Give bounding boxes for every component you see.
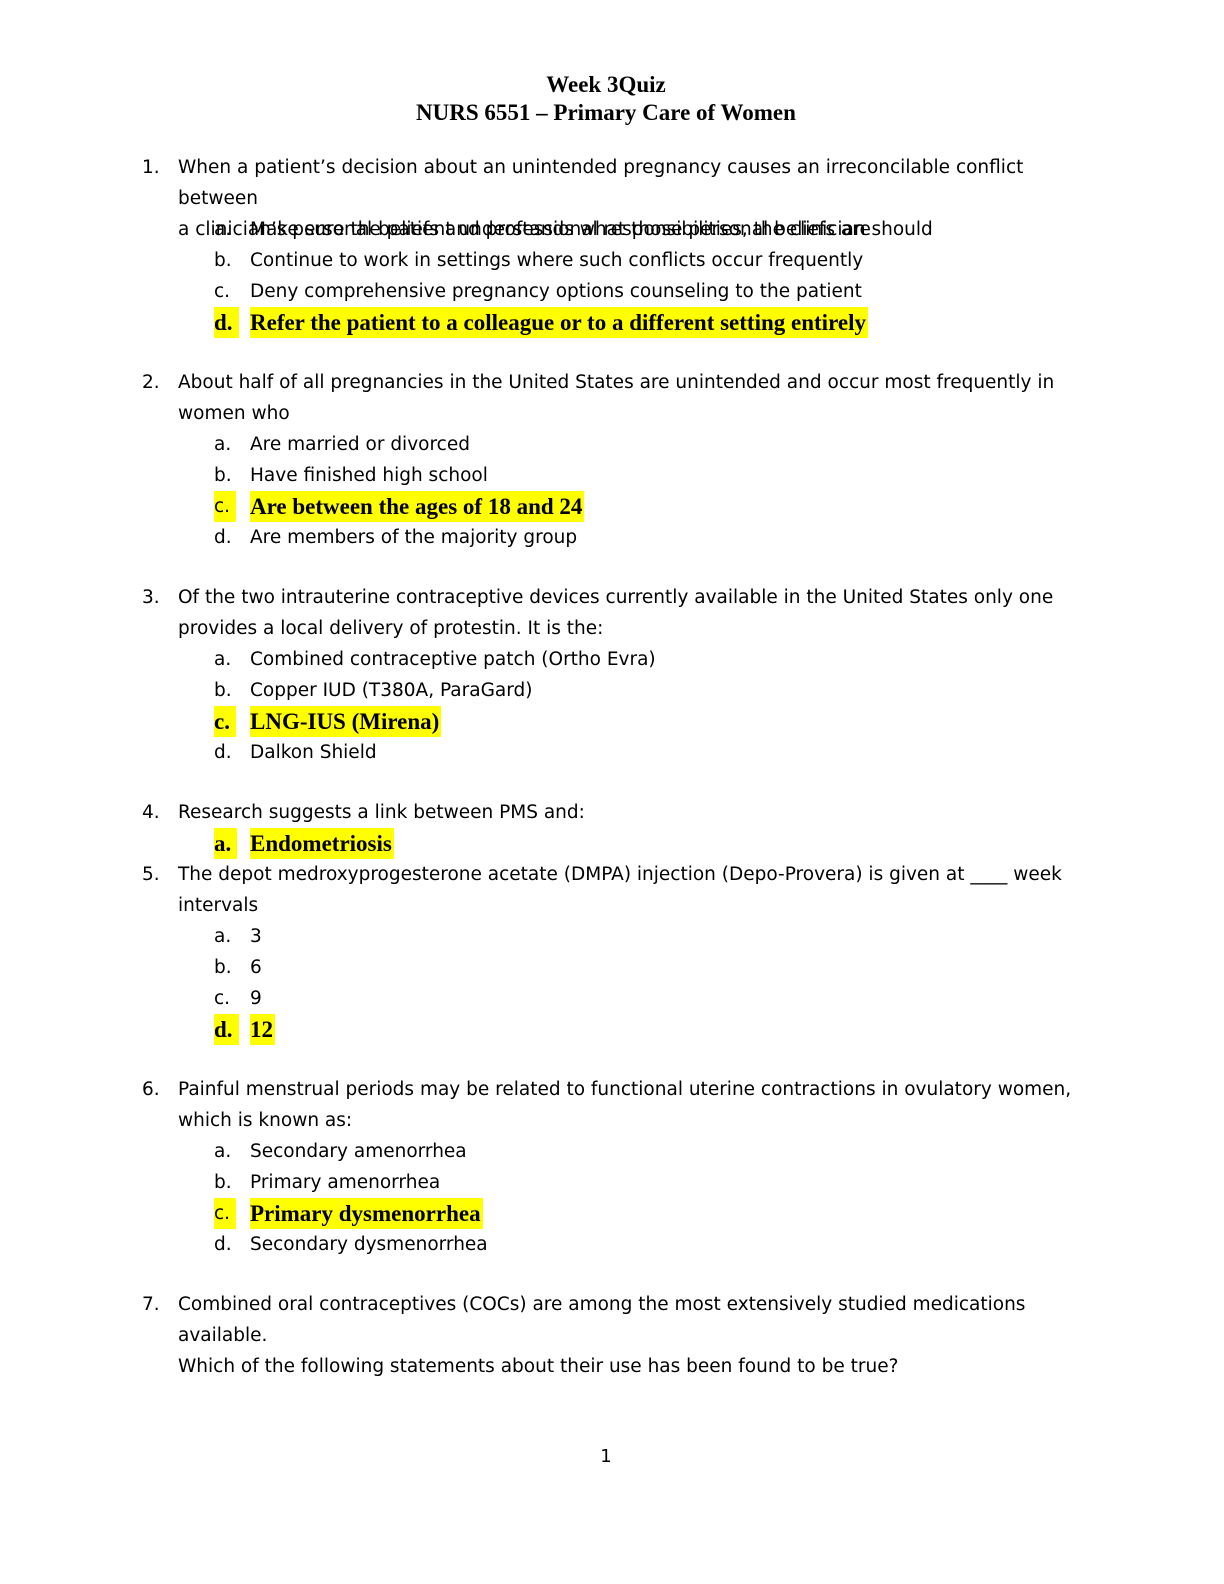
option-text: Refer the patient to a colleague or to a…	[250, 307, 868, 338]
question-number: 6.	[142, 1079, 160, 1100]
correct-answer-option: a. Endometriosis	[0, 828, 1224, 859]
document-title: Week 3Quiz	[546, 72, 666, 97]
option-text: Are between the ages of 18 and 24	[250, 491, 585, 522]
option-letter: a.	[214, 219, 232, 240]
option-text: Primary dysmenorrhea	[250, 1198, 483, 1229]
question-number: 4.	[142, 802, 160, 823]
correct-answer-option: c. Primary dysmenorrhea	[0, 1198, 1224, 1229]
option-text: 9	[250, 988, 262, 1009]
correct-answer-option: d. 12	[0, 1014, 1224, 1045]
answer-option: d. Secondary dysmenorrhea	[0, 1229, 1224, 1260]
question-text-line: women who	[178, 403, 290, 424]
option-letter: d.	[214, 1234, 232, 1255]
option-text: Primary amenorrhea	[250, 1172, 441, 1193]
option-letter: c.	[214, 281, 231, 302]
question-text-line: intervals	[178, 895, 259, 916]
option-text: Have finished high school	[250, 465, 488, 486]
correct-answer-option: c. LNG-IUS (Mirena)	[0, 706, 1224, 737]
option-letter: c.	[214, 988, 231, 1009]
option-text: 12	[250, 1014, 275, 1045]
option-letter: d.	[214, 1014, 239, 1045]
option-text: 3	[250, 926, 262, 947]
option-letter: d.	[214, 527, 232, 548]
option-letter: a.	[214, 828, 238, 859]
answer-option: b. 6	[0, 952, 1224, 983]
question-text-line: Painful menstrual periods may be related…	[178, 1079, 1072, 1100]
option-text: Continue to work in settings where such …	[250, 250, 864, 271]
answer-option: d. Dalkon Shield	[0, 737, 1224, 768]
answer-option: b. Have finished high school	[0, 460, 1224, 491]
question-number: 1.	[142, 157, 160, 178]
option-text: Copper IUD (T380A, ParaGard)	[250, 680, 533, 701]
answer-option: b. Primary amenorrhea	[0, 1167, 1224, 1198]
question-text-line: a clinician’s personal beliefs and profe…	[178, 219, 933, 240]
correct-answer-option: d. Refer the patient to a colleague or to…	[0, 307, 1224, 338]
question-text-line: provides a local delivery of protestin. …	[178, 618, 604, 639]
question-text: Painful menstrual periods may be related…	[178, 1074, 1078, 1136]
answer-option: a. Are married or divorced	[0, 429, 1224, 460]
question-text-line: The depot medroxyprogesterone acetate (D…	[178, 864, 1062, 885]
answer-option: a. 3	[0, 921, 1224, 952]
question-number: 7.	[142, 1294, 160, 1315]
option-text: Combined contraceptive patch (Ortho Evra…	[250, 649, 656, 670]
question-text: When a patient’s decision about an unint…	[178, 152, 1078, 245]
question-number: 3.	[142, 587, 160, 608]
question-number: 2.	[142, 372, 160, 393]
question-text: Of the two intrauterine contraceptive de…	[178, 582, 1078, 644]
option-letter: a.	[214, 1141, 232, 1162]
option-text: Are members of the majority group	[250, 527, 578, 548]
question-text-line: Which of the following statements about …	[178, 1356, 899, 1377]
option-text: Make sure the patient understands what t…	[250, 219, 871, 240]
answer-option: c. Deny comprehensive pregnancy options c…	[0, 276, 1224, 307]
document-subtitle: NURS 6551 – Primary Care of Women	[416, 100, 796, 125]
option-text: Secondary dysmenorrhea	[250, 1234, 488, 1255]
option-letter: b.	[214, 957, 232, 978]
option-letter: a.	[214, 434, 232, 455]
option-letter: c.	[214, 706, 236, 737]
option-text: Dalkon Shield	[250, 742, 377, 763]
question-text-line: Of the two intrauterine contraceptive de…	[178, 587, 1054, 608]
option-letter: a.	[214, 926, 232, 947]
option-text: Are married or divorced	[250, 434, 470, 455]
question-text-line: which is known as:	[178, 1110, 353, 1131]
question-text-line: About half of all pregnancies in the Uni…	[178, 372, 1055, 393]
option-text: Endometriosis	[250, 828, 394, 859]
option-letter: b.	[214, 465, 232, 486]
question-text-line: When a patient’s decision about an unint…	[178, 157, 1024, 209]
option-letter: a.	[214, 649, 232, 670]
option-letter: d.	[214, 307, 239, 338]
option-letter: b.	[214, 680, 232, 701]
answer-option: d. Are members of the majority group	[0, 522, 1224, 553]
option-text: Secondary amenorrhea	[250, 1141, 467, 1162]
question-text-line: Research suggests a link between PMS and…	[178, 802, 585, 823]
page-number: 1	[600, 1446, 612, 1467]
question-text: Research suggests a link between PMS and…	[178, 797, 1078, 828]
answer-option: a. Combined contraceptive patch (Ortho Ev…	[0, 644, 1224, 675]
option-text: Deny comprehensive pregnancy options cou…	[250, 281, 862, 302]
correct-answer-option: c. Are between the ages of 18 and 24	[0, 491, 1224, 522]
question-text-line: Combined oral contraceptives (COCs) are …	[178, 1294, 1026, 1346]
answer-option: b. Copper IUD (T380A, ParaGard)	[0, 675, 1224, 706]
question-text: About half of all pregnancies in the Uni…	[178, 367, 1078, 429]
option-letter: b.	[214, 1172, 232, 1193]
option-text: 6	[250, 957, 262, 978]
answer-option: a. Secondary amenorrhea	[0, 1136, 1224, 1167]
answer-option: c. 9	[0, 983, 1224, 1014]
answer-option: b. Continue to work in settings where suc…	[0, 245, 1224, 276]
question-text: Combined oral contraceptives (COCs) are …	[178, 1289, 1078, 1382]
answer-option: a. Make sure the patient understands what…	[0, 214, 1224, 245]
option-letter: c.	[214, 491, 237, 522]
option-letter: b.	[214, 250, 232, 271]
option-letter: c.	[214, 1198, 237, 1229]
option-letter: d.	[214, 742, 232, 763]
question-text: The depot medroxyprogesterone acetate (D…	[178, 859, 1078, 921]
question-number: 5.	[142, 864, 160, 885]
option-text: LNG-IUS (Mirena)	[250, 706, 442, 737]
